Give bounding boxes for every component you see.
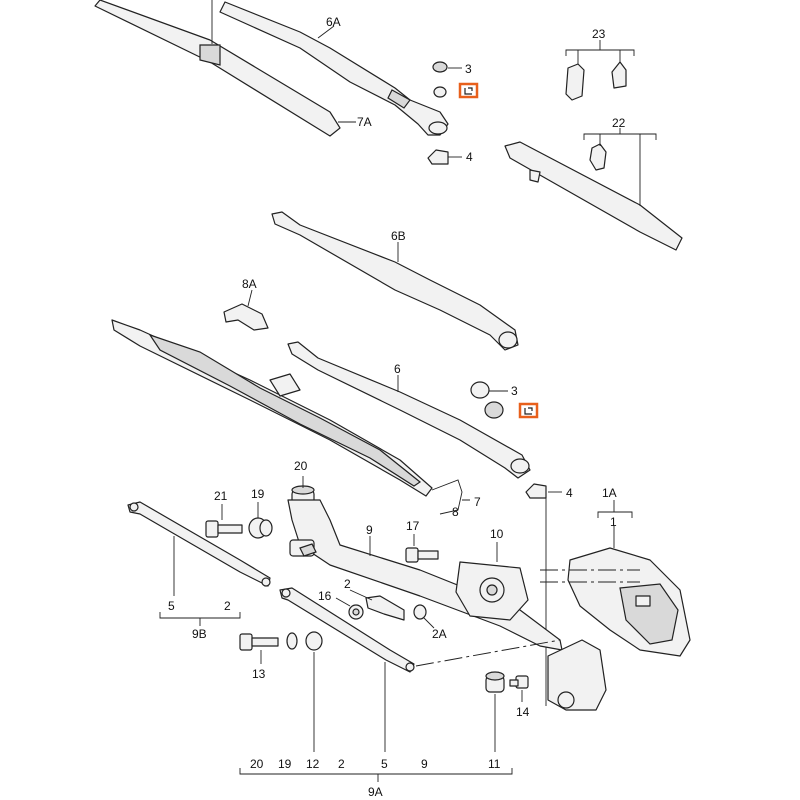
bolt-17[interactable] [405,547,439,563]
label-2A: 2A [432,627,447,641]
washer-4-upper[interactable] [427,149,449,165]
clip-8A[interactable] [223,303,269,331]
label-23: 23 [592,27,606,41]
bottom-label-5: 5 [381,757,388,771]
wiper-arm-6B[interactable] [271,211,519,351]
motor-bracket-10[interactable] [455,561,529,621]
label-16: 16 [318,589,332,603]
bushing-19[interactable] [248,517,273,539]
bottom-label-12: 12 [306,757,320,771]
wiper-arm-6A[interactable] [219,1,449,136]
cap-3-middle[interactable] [470,381,504,419]
cover-strip-22[interactable] [504,141,683,251]
label-20: 20 [294,459,308,473]
clip-group-23[interactable] [565,61,627,101]
label-9A: 9A [368,785,383,799]
label-14: 14 [516,705,530,719]
link-rod-5-middle[interactable] [279,587,415,673]
label-22: 22 [612,116,626,130]
label-17: 17 [406,519,420,533]
crank-arm[interactable] [547,639,607,711]
replacement-badge-middle[interactable] [518,402,539,419]
label-10: 10 [490,527,504,541]
label-13: 13 [252,667,266,681]
label-5-left: 5 [168,599,175,613]
link-2-middle[interactable] [365,595,405,621]
label-8A: 8A [242,277,257,291]
bottom-label-20: 20 [250,757,264,771]
label-4-upper: 4 [466,150,473,164]
label-1A: 1A [602,486,617,500]
label-8: 8 [452,505,459,519]
bolt-13[interactable] [239,633,279,651]
bottom-label-11: 11 [488,757,501,771]
cap-3-upper[interactable] [432,61,448,98]
replacement-badge-upper[interactable] [458,82,479,99]
label-6: 6 [394,362,401,376]
label-2-left: 2 [224,599,231,613]
label-7A: 7A [357,115,372,129]
label-19: 19 [251,487,265,501]
bushing-11[interactable] [485,671,505,693]
nut-16[interactable] [348,604,364,620]
nut-14[interactable] [509,675,529,689]
wiper-motor-1[interactable] [567,547,691,657]
label-6A: 6A [326,15,341,29]
washer-2A[interactable] [413,604,427,620]
label-3-middle: 3 [511,384,518,398]
bottom-label-19: 19 [278,757,292,771]
label-3-upper: 3 [465,62,472,76]
washer-4-middle[interactable] [525,483,547,499]
wiper-blade-7A[interactable] [94,0,341,137]
bottom-label-9: 9 [421,757,428,771]
label-21: 21 [214,489,228,503]
label-9B: 9B [192,627,207,641]
label-9: 9 [366,523,373,537]
label-2-middle: 2 [344,577,351,591]
wiper-blade-7[interactable] [111,319,433,497]
bottom-label-2: 2 [338,757,345,771]
label-7: 7 [474,495,481,509]
bolt-21[interactable] [205,520,243,538]
washer-12[interactable] [286,631,323,651]
wiper-arm-6[interactable] [287,341,531,479]
label-6B: 6B [391,229,406,243]
link-rod-5-left[interactable] [127,501,271,587]
label-4-middle: 4 [566,486,573,500]
label-1: 1 [610,515,617,529]
